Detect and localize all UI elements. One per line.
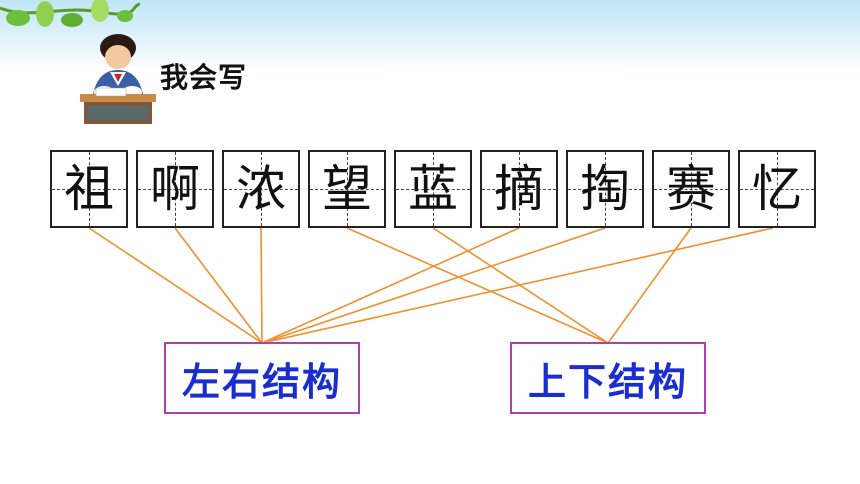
page-heading: 我会写: [160, 61, 248, 94]
character-text: 蓝: [408, 160, 458, 218]
green-vine-icon: [0, 0, 140, 27]
character-text: 浓: [236, 160, 286, 218]
sky-background: [0, 0, 860, 70]
character-cell[interactable]: 蓝: [394, 150, 472, 228]
top-bottom-structure-box[interactable]: 上下结构: [510, 342, 706, 414]
match-line: [346, 227, 609, 344]
match-line: [607, 227, 692, 344]
match-line: [174, 227, 263, 344]
character-cell[interactable]: 摘: [480, 150, 558, 228]
match-line: [261, 227, 520, 344]
match-line: [261, 227, 774, 344]
character-cell[interactable]: 掏: [566, 150, 644, 228]
match-line: [432, 227, 609, 344]
match-line: [261, 227, 606, 344]
character-text: 啊: [150, 160, 200, 218]
character-cell[interactable]: 祖: [50, 150, 128, 228]
character-cell[interactable]: 浓: [222, 150, 300, 228]
character-cell[interactable]: 赛: [652, 150, 730, 228]
character-text: 望: [322, 160, 372, 218]
character-text: 祖: [64, 160, 114, 218]
character-text: 忆: [752, 160, 802, 218]
studying-student-icon: [80, 34, 156, 124]
character-text: 掏: [580, 160, 630, 218]
left-right-structure-box[interactable]: 左右结构: [164, 342, 360, 414]
character-cell[interactable]: 啊: [136, 150, 214, 228]
match-line: [88, 227, 263, 344]
character-cell[interactable]: 忆: [738, 150, 816, 228]
match-line: [260, 227, 263, 344]
character-text: 赛: [666, 160, 716, 218]
character-text: 摘: [494, 160, 544, 218]
character-cell[interactable]: 望: [308, 150, 386, 228]
